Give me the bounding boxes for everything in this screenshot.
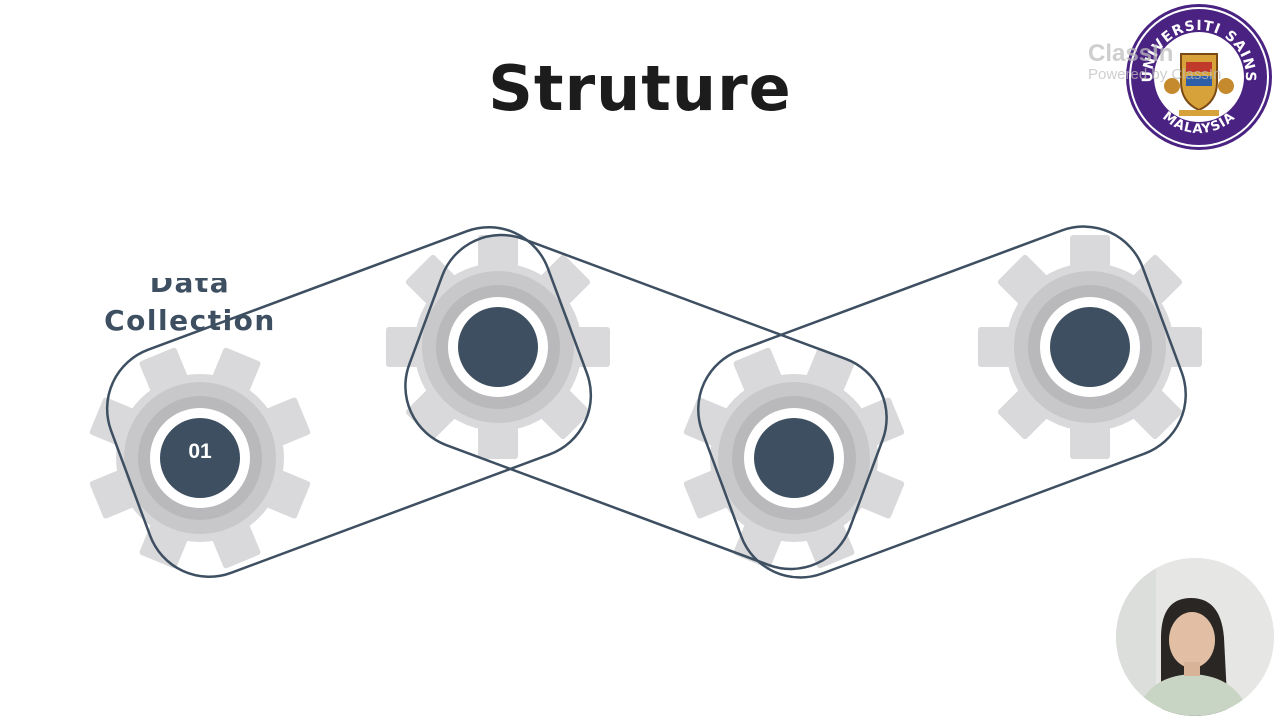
slide-title: Struture — [488, 52, 792, 125]
presenter-webcam — [1116, 558, 1274, 716]
gear-1-label-line1: Data — [149, 278, 231, 299]
gear-label-clip: Data Collection — [90, 278, 290, 342]
watermark-powered: Powered by ClassIn — [1088, 66, 1222, 83]
gear-hub-1 — [160, 418, 240, 498]
belt-3 — [697, 225, 1187, 579]
watermark-brand: ClassIn — [1088, 40, 1174, 67]
belt-1 — [105, 226, 593, 578]
gear-hub-4 — [1050, 307, 1130, 387]
gear-hub-3 — [754, 418, 834, 498]
gear-1-label-line2: Collection — [104, 304, 276, 337]
university-seal-logo: UNIVERSITI SAINS MALAYSIA — [1126, 4, 1272, 150]
chain-belts — [105, 225, 1187, 579]
gear-hub-2 — [458, 307, 538, 387]
presenter-video-icon — [1116, 558, 1274, 716]
classin-watermark: ClassIn Powered by ClassIn — [1088, 40, 1258, 83]
gear-1-number: 01 — [188, 440, 212, 463]
belt-2 — [404, 233, 888, 571]
gear-1-label: Data Collection — [90, 278, 290, 340]
